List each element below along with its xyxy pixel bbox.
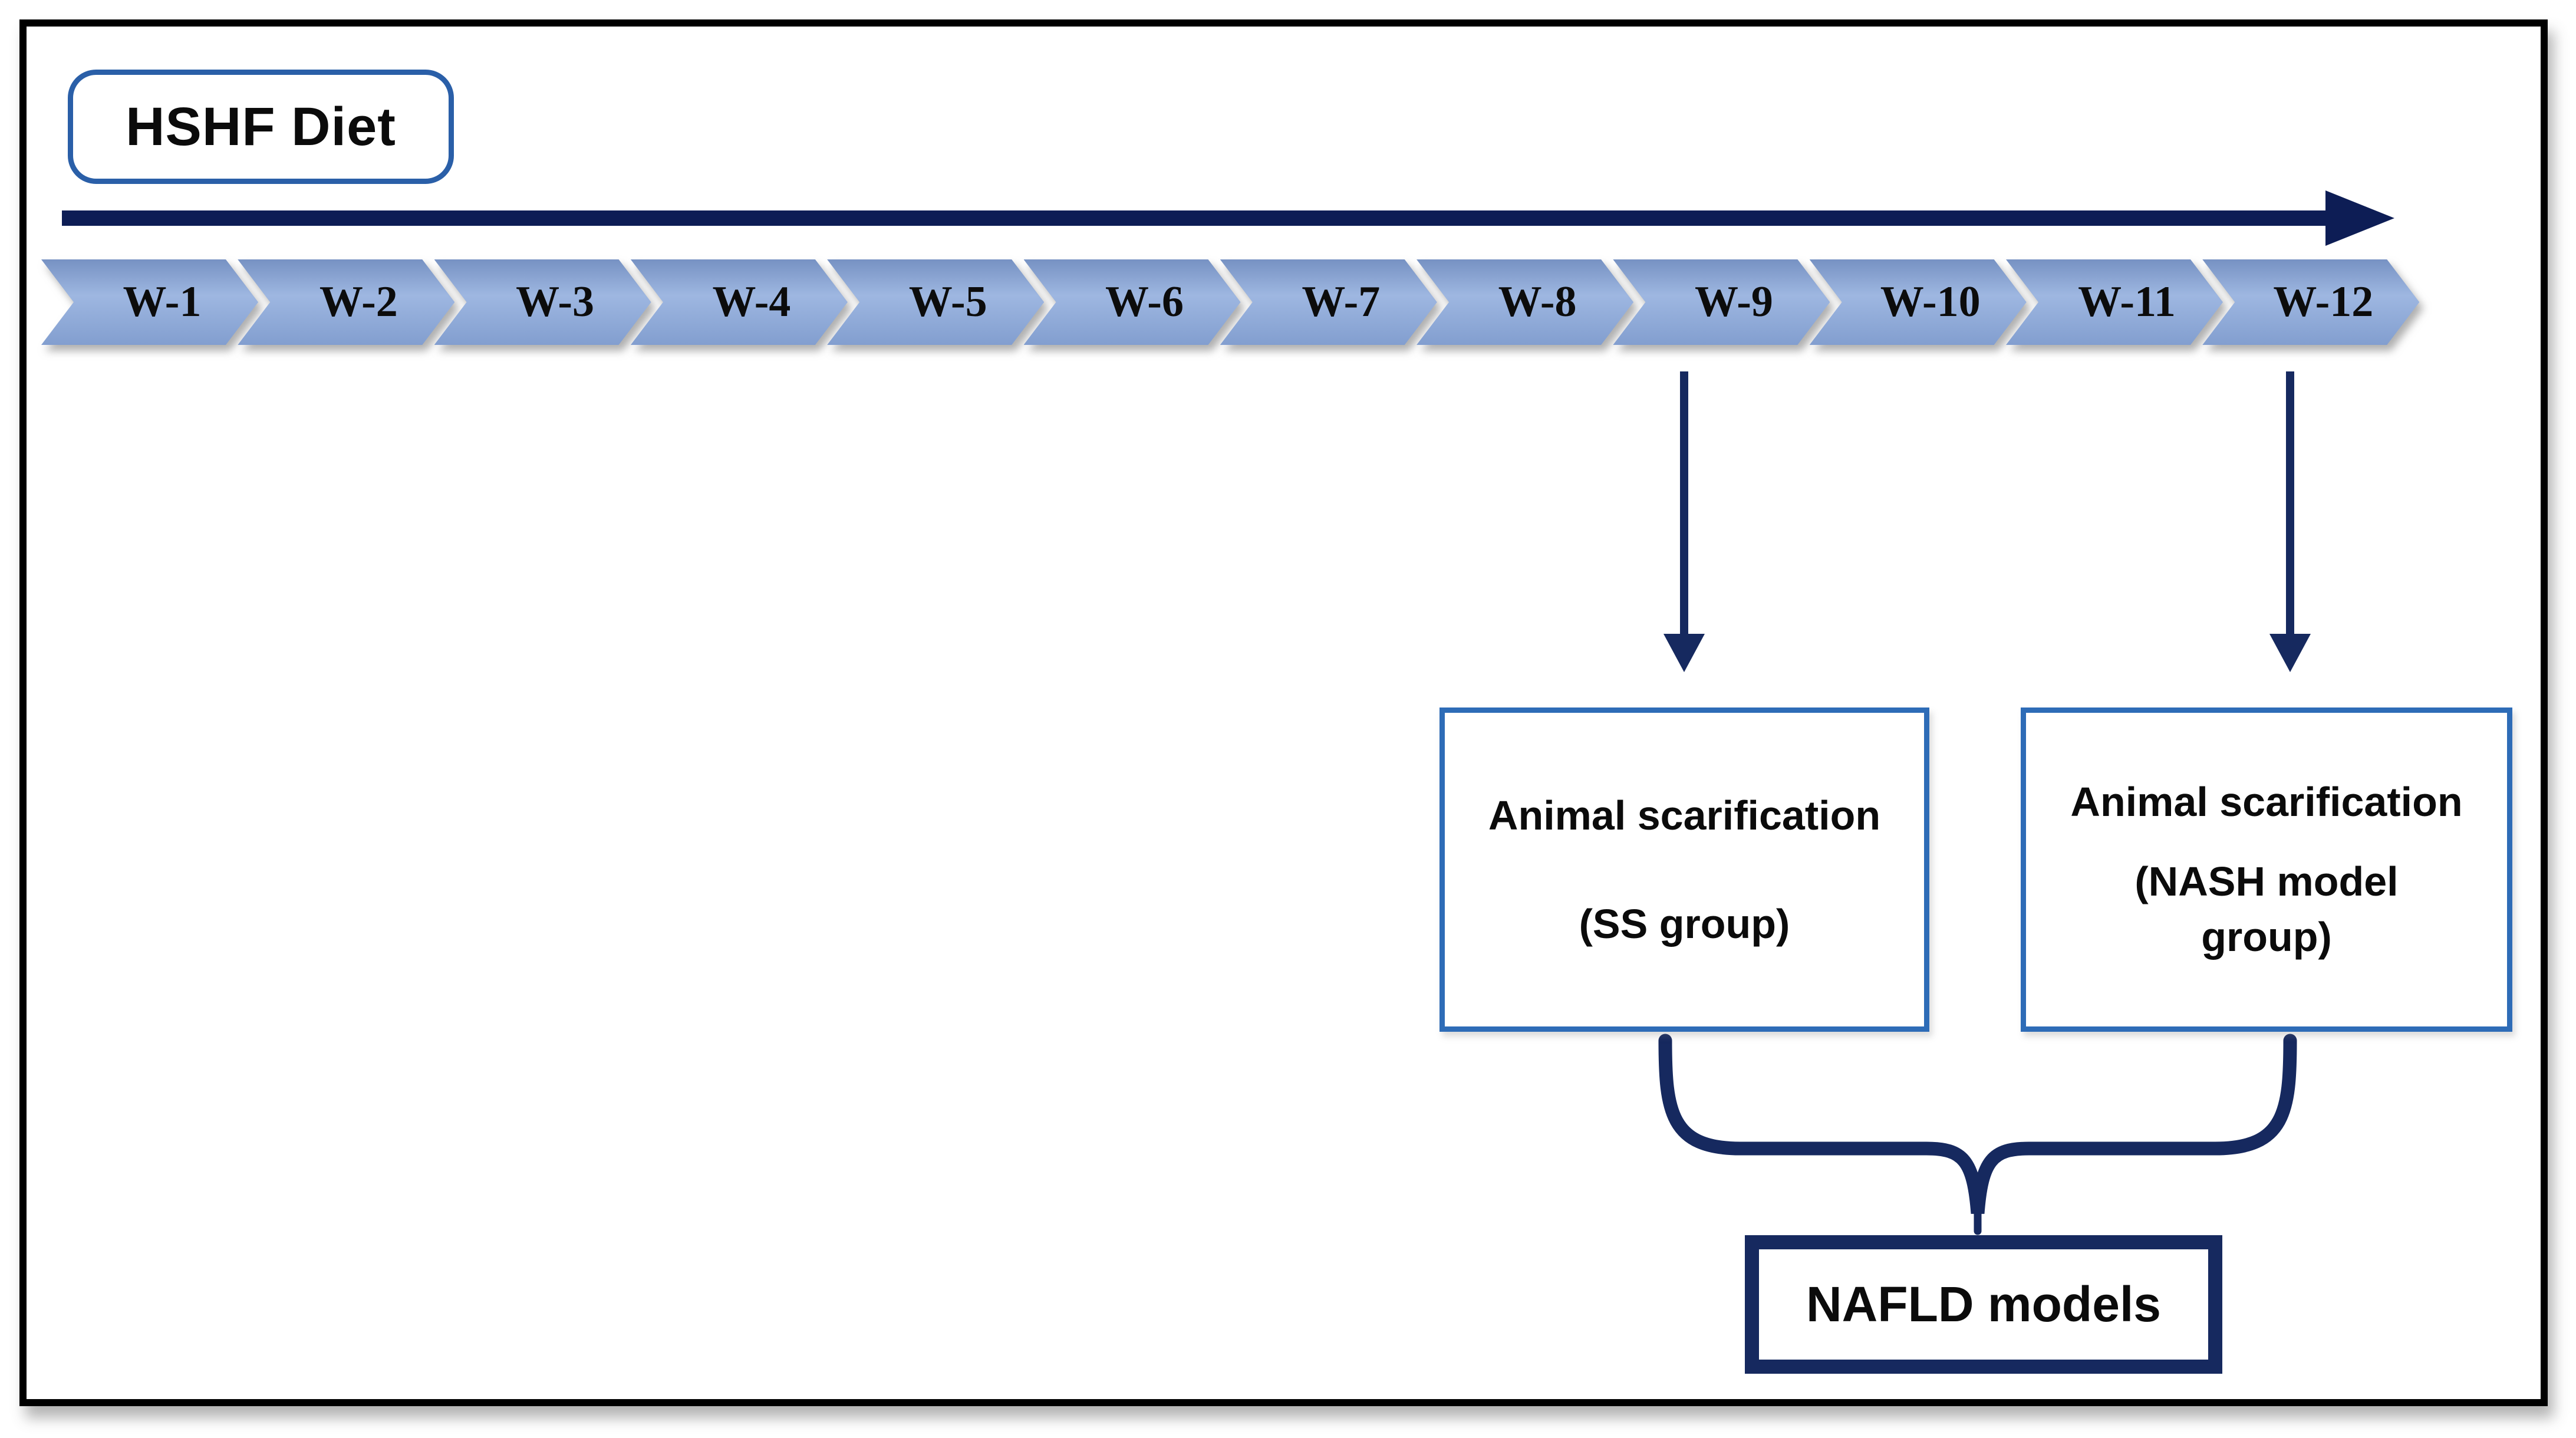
nash-box-line2: (NASH model group) (2134, 858, 2399, 960)
timeline-chevron-w-4: W-4 (631, 259, 848, 345)
chevron-shape: W-10 (1810, 259, 2027, 345)
nafld-models-label: NAFLD models (1806, 1276, 2162, 1332)
week-label: W-1 (123, 278, 202, 326)
week-label: W-8 (1498, 278, 1577, 326)
timeline-chevron-w-2: W-2 (238, 259, 454, 345)
ss-box-line1: Animal scarification (1488, 792, 1881, 838)
hshf-diet-label: HSHF Diet (126, 96, 396, 157)
chevron-shape: W-1 (41, 259, 258, 345)
ss-group-box: Animal scarification (SS group) (1439, 708, 1929, 1032)
week-label: W-6 (1105, 278, 1184, 326)
chevron-shape: W-6 (1024, 259, 1241, 345)
timeline-chevron-w-5: W-5 (827, 259, 1044, 345)
timeline-chevron-w-7: W-7 (1220, 259, 1437, 345)
timeline-chevron-w-6: W-6 (1024, 259, 1241, 345)
chevron-shape: W-4 (631, 259, 848, 345)
week-label: W-5 (908, 278, 987, 326)
timeline-chevron-w-8: W-8 (1417, 259, 1633, 345)
nash-group-box: Animal scarification (NASH model group) (2021, 708, 2512, 1032)
chevron-shape: W-8 (1417, 259, 1633, 345)
week-label: W-7 (1302, 278, 1381, 326)
week-label: W-4 (712, 278, 791, 326)
timeline-chevron-w-10: W-10 (1810, 259, 2027, 345)
chevron-shape: W-9 (1613, 259, 1830, 345)
timeline-chevron-w-1: W-1 (41, 259, 258, 345)
timeline-chevron-w-11: W-11 (2006, 259, 2223, 345)
timeline-chevron-w-3: W-3 (434, 259, 651, 345)
chevron-shape: W-3 (434, 259, 651, 345)
week-label: W-3 (516, 278, 595, 326)
week-label: W-10 (1880, 278, 1981, 326)
week-label: W-9 (1694, 278, 1773, 326)
ss-box-line2: (SS group) (1579, 901, 1790, 947)
chevron-shape: W-12 (2202, 259, 2419, 345)
chevron-shape: W-7 (1220, 259, 1437, 345)
chevron-shape: W-11 (2006, 259, 2223, 345)
week-label: W-2 (319, 278, 398, 326)
nafld-models-box: NAFLD models (1745, 1235, 2222, 1374)
chevron-shape: W-2 (238, 259, 454, 345)
hshf-diet-box: HSHF Diet (68, 70, 454, 184)
week-label: W-12 (2273, 278, 2374, 326)
week-label: W-11 (2078, 278, 2176, 326)
chevron-shape: W-5 (827, 259, 1044, 345)
timeline-chevron-w-12: W-12 (2202, 259, 2419, 345)
timeline-chevron-w-9: W-9 (1613, 259, 1830, 345)
nash-box-line1: Animal scarification (2070, 779, 2463, 825)
